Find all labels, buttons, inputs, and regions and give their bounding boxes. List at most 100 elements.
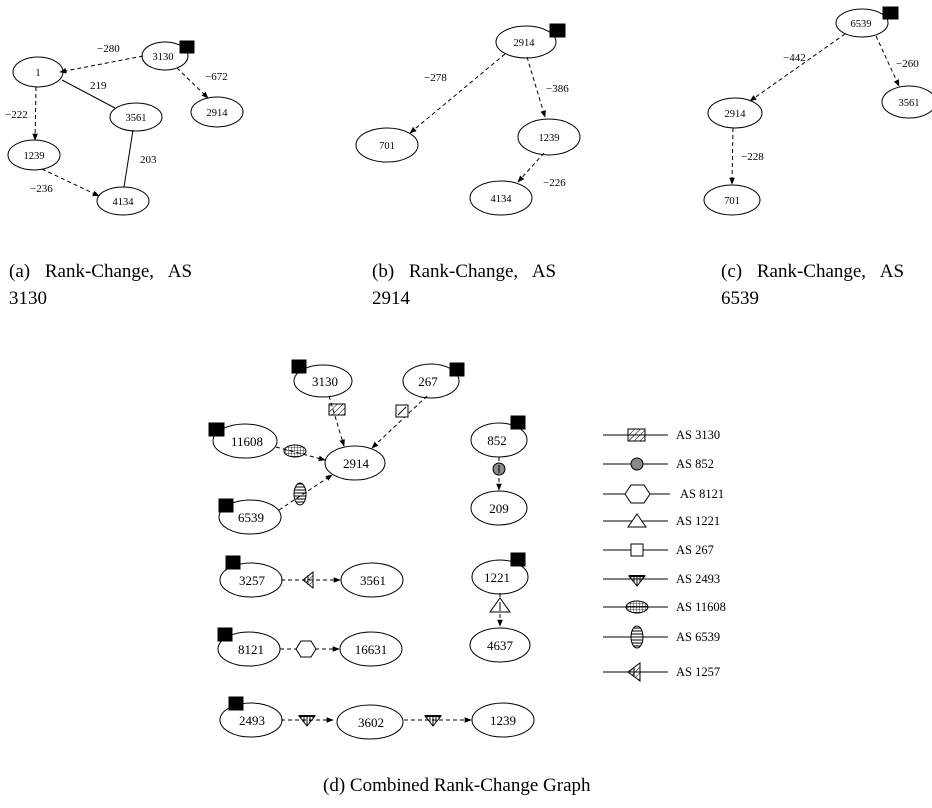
node-b-701 (355, 127, 419, 163)
edge-label-a-4: −222 (5, 109, 28, 121)
source-marker-c-6539 (882, 6, 899, 20)
node-c-701 (703, 184, 761, 216)
node-a-4134 (96, 186, 150, 216)
caption-c-line1: (c) Rank-Change, AS (721, 261, 905, 282)
source-marker-d-11608 (208, 422, 225, 437)
node-label-c-2914: 2914 (725, 109, 747, 120)
node-a-3130 (141, 41, 189, 71)
node-d-1239 (471, 702, 535, 738)
legend-marker-triangle (627, 513, 647, 528)
edge-b-2914-701 (409, 53, 506, 134)
source-marker-d-3257 (225, 555, 241, 570)
legend-marker-hatched-rectangle (627, 428, 646, 442)
edge-marker-267 (395, 404, 409, 418)
graph-a (7, 40, 244, 216)
legend-marker-hexagon (624, 484, 651, 504)
node-label-b-2914: 2914 (514, 38, 536, 49)
node-d-3561 (340, 562, 404, 598)
caption-a-line2: 3130 (9, 288, 47, 309)
legend-marker-inverted-triangle (627, 575, 647, 587)
graph-d-labels: 3130 267 11608 2914 6539 852 209 3257 35… (231, 374, 516, 730)
node-d-2493 (219, 702, 283, 738)
edge-label-c-3: −228 (741, 151, 764, 163)
node-d-852 (470, 422, 528, 458)
edge-b-2914-1239 (526, 56, 546, 118)
node-label-d-3257: 3257 (239, 573, 266, 588)
node-label-d-2493: 2493 (239, 713, 265, 728)
node-label-c-6539: 6539 (851, 19, 872, 30)
edge-a-1-1239 (32, 86, 38, 141)
source-marker-d-2493 (228, 696, 244, 711)
source-marker-a-3130 (179, 40, 195, 54)
legend (603, 428, 670, 682)
graph-b-labels: 2914 701 1239 4134 −278 −386 −226 (379, 38, 569, 205)
source-marker-b-2914 (549, 23, 566, 38)
node-label-a-2914: 2914 (207, 108, 229, 119)
node-label-d-3561: 3561 (360, 573, 386, 588)
edge-marker-2493-a (297, 715, 317, 727)
node-d-4637 (469, 627, 531, 663)
edge-marker-3257 (302, 570, 314, 590)
legend-marker-striped-ellipse (630, 625, 644, 649)
node-label-d-267: 267 (418, 374, 438, 389)
edge-c-6539-3561 (875, 35, 900, 87)
node-label-d-209: 209 (489, 501, 509, 516)
node-c-2914 (707, 97, 763, 129)
node-label-d-6539: 6539 (238, 510, 264, 525)
node-d-209 (470, 490, 528, 526)
node-label-a-3130: 3130 (153, 52, 174, 63)
node-label-c-701: 701 (724, 196, 740, 207)
legend-label-9: AS 1257 (676, 665, 720, 679)
node-a-3561 (109, 102, 163, 132)
node-d-3130 (293, 364, 353, 398)
node-label-a-1239: 1239 (24, 151, 45, 162)
node-d-267 (402, 363, 460, 399)
node-b-1239 (517, 118, 581, 156)
edge-a-3561-4134 (123, 129, 134, 188)
node-label-d-2914: 2914 (343, 456, 370, 471)
edge-marker-3130 (328, 403, 346, 416)
source-marker-d-1221 (510, 552, 526, 567)
edge-b-1239-4134 (517, 152, 545, 183)
node-b-4134 (469, 180, 533, 216)
legend-labels: AS 3130 AS 852 AS 8121 AS 1221 AS 267 AS… (676, 428, 726, 679)
edge-label-c-1: −442 (783, 52, 806, 64)
legend-label-1: AS 3130 (676, 428, 720, 442)
edge-marker-852 (492, 462, 506, 476)
caption-b-line2: 2914 (372, 288, 410, 309)
edge-c-2914-701 (729, 127, 735, 185)
edge-label-b-1: −278 (424, 72, 447, 84)
source-marker-d-3130 (291, 359, 307, 374)
graph-b (355, 23, 581, 216)
edge-a-3130-2914 (176, 67, 209, 99)
node-d-8121 (217, 631, 281, 667)
edge-label-a-2: 219 (90, 80, 107, 92)
source-marker-d-852 (510, 415, 526, 430)
node-d-6539 (218, 499, 282, 535)
edge-c-6539-2914 (749, 33, 846, 102)
caption-b: (b) Rank-Change, AS 2914 (372, 258, 556, 312)
node-label-d-1221: 1221 (484, 570, 510, 585)
edge-label-b-3: −226 (543, 177, 566, 189)
node-label-d-852: 852 (487, 433, 507, 448)
node-a-1 (12, 56, 64, 88)
edge-marker-6539 (293, 482, 307, 506)
graph-a-labels: 1 3130 3561 2914 1239 4134 −280 219 −672… (5, 43, 228, 208)
legend-label-2: AS 852 (676, 457, 714, 471)
node-label-b-1239: 1239 (539, 133, 560, 144)
legend-marker-gridded-ellipse (625, 600, 649, 614)
node-b-2914 (495, 25, 557, 59)
node-c-6539 (835, 8, 889, 38)
edge-marker-2493-b (423, 715, 443, 727)
edge-label-a-5: 203 (140, 154, 157, 166)
edge-d-267-2914 (371, 395, 428, 449)
legend-label-6: AS 2493 (676, 572, 720, 586)
source-marker-d-8121 (217, 627, 233, 642)
caption-d: (d) Combined Rank-Change Graph (323, 775, 591, 796)
node-label-c-3561: 3561 (899, 98, 920, 109)
node-d-1221 (471, 559, 529, 595)
node-a-1239 (7, 139, 61, 171)
edge-marker-11608 (283, 444, 307, 458)
node-label-a-4134: 4134 (113, 197, 135, 208)
edge-label-a-1: −280 (97, 43, 120, 55)
